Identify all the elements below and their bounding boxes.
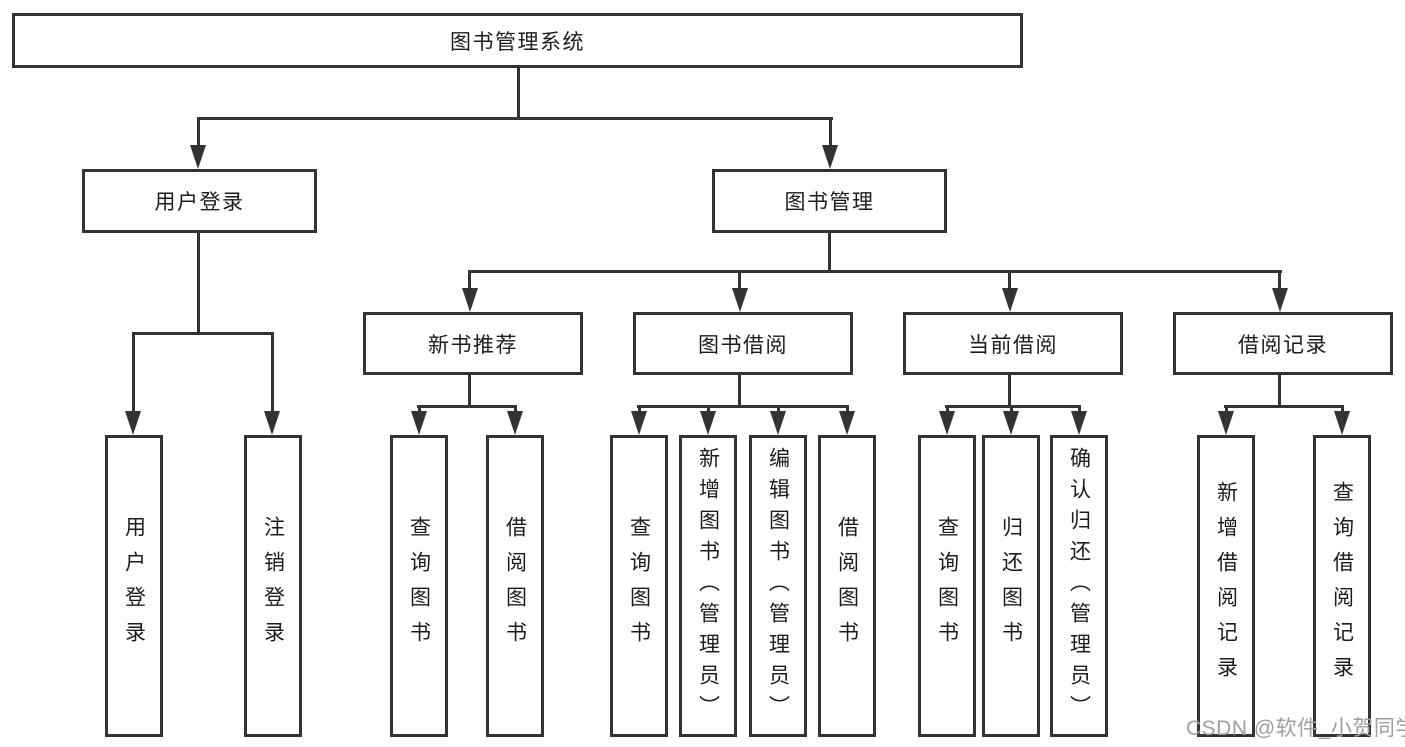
node-book-borrow: 图书借阅 (633, 312, 853, 375)
connector-drop (846, 405, 849, 413)
connector-drop-new-book (468, 270, 471, 290)
node-new-book-recommend: 新书推荐 (363, 312, 583, 375)
connector-drop (1225, 405, 1228, 413)
node-user-login: 用户登录 (82, 169, 317, 233)
connector-drop-book-borrow (738, 270, 741, 290)
connector-drop-book-management (829, 117, 832, 149)
connector-branch-current-borrow (945, 405, 1081, 408)
leaf-borrow-books: 借阅图书 (818, 435, 876, 737)
connector-drop-current-borrow (1008, 270, 1011, 290)
connector-drop (514, 405, 517, 413)
leaf-edit-book-admin: 编辑图书（管理员） (749, 435, 807, 737)
arrowhead-down-icon (1003, 411, 1019, 435)
connector-drop (1341, 405, 1344, 413)
leaf-query-books: 查询图书 (918, 435, 976, 737)
arrowhead-down-icon (1002, 288, 1018, 312)
arrowhead-down-icon (264, 411, 280, 435)
connector-drop (707, 405, 710, 413)
leaf-query-books: 查询图书 (390, 435, 448, 737)
connector-mgmt-stem (828, 233, 831, 273)
leaf-query-books: 查询图书 (610, 435, 668, 737)
arrowhead-down-icon (732, 288, 748, 312)
connector-drop (1010, 405, 1013, 413)
connector-stem-borrow-records (1278, 375, 1281, 407)
arrowhead-down-icon (939, 411, 955, 435)
arrowhead-down-icon (507, 411, 523, 435)
leaf-query-borrow-record: 查询借阅记录 (1313, 435, 1371, 737)
connector-stem-current-borrow (1008, 375, 1011, 407)
connector-stem-book-borrow (738, 375, 741, 407)
leaf-user-login: 用户登录 (105, 435, 163, 737)
node-root-library-management-system: 图书管理系统 (12, 13, 1023, 68)
arrowhead-down-icon (411, 411, 427, 435)
leaf-confirm-return-admin: 确认归还（管理员） (1050, 435, 1108, 737)
connector-drop-user-login (197, 117, 200, 149)
connector-drop-login-leaf (132, 332, 135, 413)
connector-drop (777, 405, 780, 413)
csdn-watermark: CSDN @软件_小贺同学 (1186, 717, 1405, 740)
connector-drop (418, 405, 421, 413)
node-current-borrow: 当前借阅 (903, 312, 1123, 375)
leaf-borrow-books: 借阅图书 (486, 435, 544, 737)
connector-branch-book-borrow (637, 405, 849, 408)
connector-root-branch (197, 117, 833, 120)
arrowhead-down-icon (1334, 411, 1350, 435)
leaf-return-book: 归还图书 (982, 435, 1040, 737)
leaf-add-book-admin: 新增图书（管理员） (679, 435, 737, 737)
arrowhead-down-icon (839, 411, 855, 435)
leaf-logout: 注销登录 (244, 435, 302, 737)
arrowhead-down-icon (190, 145, 206, 169)
connector-drop (1078, 405, 1081, 413)
arrowhead-down-icon (631, 411, 647, 435)
connector-drop (946, 405, 949, 413)
arrowhead-down-icon (700, 411, 716, 435)
connector-user-branch (132, 332, 274, 335)
arrowhead-down-icon (1071, 411, 1087, 435)
connector-stem-new-book (468, 375, 471, 407)
arrowhead-down-icon (1218, 411, 1234, 435)
arrowhead-down-icon (462, 288, 478, 312)
arrowhead-down-icon (770, 411, 786, 435)
arrowhead-down-icon (125, 411, 141, 435)
node-book-management: 图书管理 (712, 169, 947, 233)
connector-user-stem (197, 233, 200, 334)
arrowhead-down-icon (1272, 288, 1288, 312)
connector-branch-new-book (417, 405, 517, 408)
connector-root-stem (517, 66, 520, 117)
connector-drop-borrow-records (1278, 270, 1281, 290)
arrowhead-down-icon (822, 145, 838, 169)
connector-drop-logout-leaf (271, 332, 274, 413)
leaf-add-borrow-record: 新增借阅记录 (1197, 435, 1255, 737)
connector-mgmt-branch (468, 270, 1282, 273)
connector-drop (638, 405, 641, 413)
connector-branch-borrow-records (1224, 405, 1344, 408)
node-borrow-records: 借阅记录 (1173, 312, 1393, 375)
